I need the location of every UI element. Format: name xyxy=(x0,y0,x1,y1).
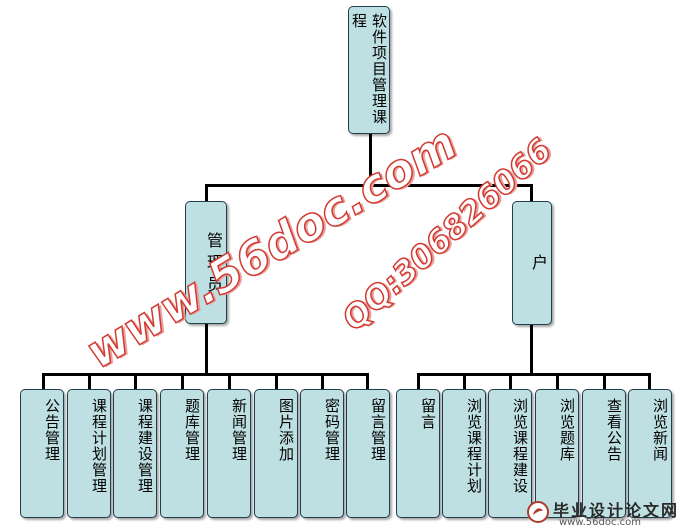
edge-root-down xyxy=(369,134,372,186)
logo-mark-icon xyxy=(527,501,549,523)
edge-leaf xyxy=(463,373,466,391)
leaf-node: 浏览课程建设 xyxy=(488,389,532,518)
edge-leaf xyxy=(366,373,369,391)
edge-leaf xyxy=(228,373,231,391)
edge-leaf xyxy=(417,373,420,391)
leaf-label: 浏览题库 xyxy=(558,398,576,462)
edge-user-bar xyxy=(417,373,650,376)
footer-brand: 毕业设计论文网 xyxy=(553,501,680,520)
edge-admin-down xyxy=(205,323,208,375)
leaf-node: 课程计划管理 xyxy=(67,389,111,518)
leaf-label: 密码管理 xyxy=(323,398,341,462)
edge-leaf xyxy=(556,373,559,391)
leaf-label: 留言管理 xyxy=(369,398,387,462)
leaf-node: 新闻管理 xyxy=(207,389,251,518)
edge-leaf xyxy=(275,373,278,391)
leaf-label: 查看公告 xyxy=(605,398,623,462)
edge-leaf xyxy=(88,373,91,391)
edge-leaf xyxy=(181,373,184,391)
edge-to-admin xyxy=(205,184,208,203)
leaf-node: 题库管理 xyxy=(160,389,204,518)
leaf-node: 浏览新闻 xyxy=(628,389,672,518)
leaf-node: 留言 xyxy=(396,389,440,518)
edge-to-user xyxy=(530,184,533,203)
leaf-label: 课程建设管理 xyxy=(136,398,154,494)
edge-leaf xyxy=(321,373,324,391)
leaf-node: 公告管理 xyxy=(20,389,64,518)
leaf-node: 查看公告 xyxy=(582,389,626,518)
leaf-node: 留言管理 xyxy=(346,389,390,518)
footer-logo: 毕业设计论文网 www.56doc.com xyxy=(523,497,677,529)
leaf-node: 浏览题库 xyxy=(535,389,579,518)
leaf-label: 浏览课程建设 xyxy=(511,398,529,494)
role-node-user: 户 xyxy=(512,201,552,325)
leaf-node: 课程建设管理 xyxy=(113,389,157,518)
leaf-label: 课程计划管理 xyxy=(90,398,108,494)
role-label: 户 xyxy=(529,254,548,276)
leaf-label: 浏览新闻 xyxy=(651,398,669,462)
leaf-label: 题库管理 xyxy=(183,398,201,462)
edge-role-bar xyxy=(205,184,533,187)
role-node-admin: 管理员 xyxy=(185,201,227,324)
edge-leaf xyxy=(509,373,512,391)
edge-leaf xyxy=(42,373,45,391)
edge-user-down xyxy=(530,323,533,375)
role-label: 管理员 xyxy=(204,231,223,298)
root-label: 软件项目管理课程 xyxy=(350,13,388,125)
leaf-label: 图片添加 xyxy=(277,398,295,462)
edge-leaf xyxy=(134,373,137,391)
leaf-node: 浏览课程计划 xyxy=(442,389,486,518)
leaf-label: 新闻管理 xyxy=(230,398,248,462)
edge-leaf xyxy=(603,373,606,391)
leaf-label: 公告管理 xyxy=(43,398,61,462)
leaf-label: 浏览课程计划 xyxy=(465,398,483,494)
leaf-node: 密码管理 xyxy=(300,389,344,518)
edge-leaf xyxy=(648,373,651,391)
root-node: 软件项目管理课程 xyxy=(348,6,390,134)
leaf-node: 图片添加 xyxy=(254,389,298,518)
edge-admin-bar xyxy=(42,373,368,376)
footer-url: www.56doc.com xyxy=(559,517,642,528)
leaf-label: 留言 xyxy=(419,398,437,430)
